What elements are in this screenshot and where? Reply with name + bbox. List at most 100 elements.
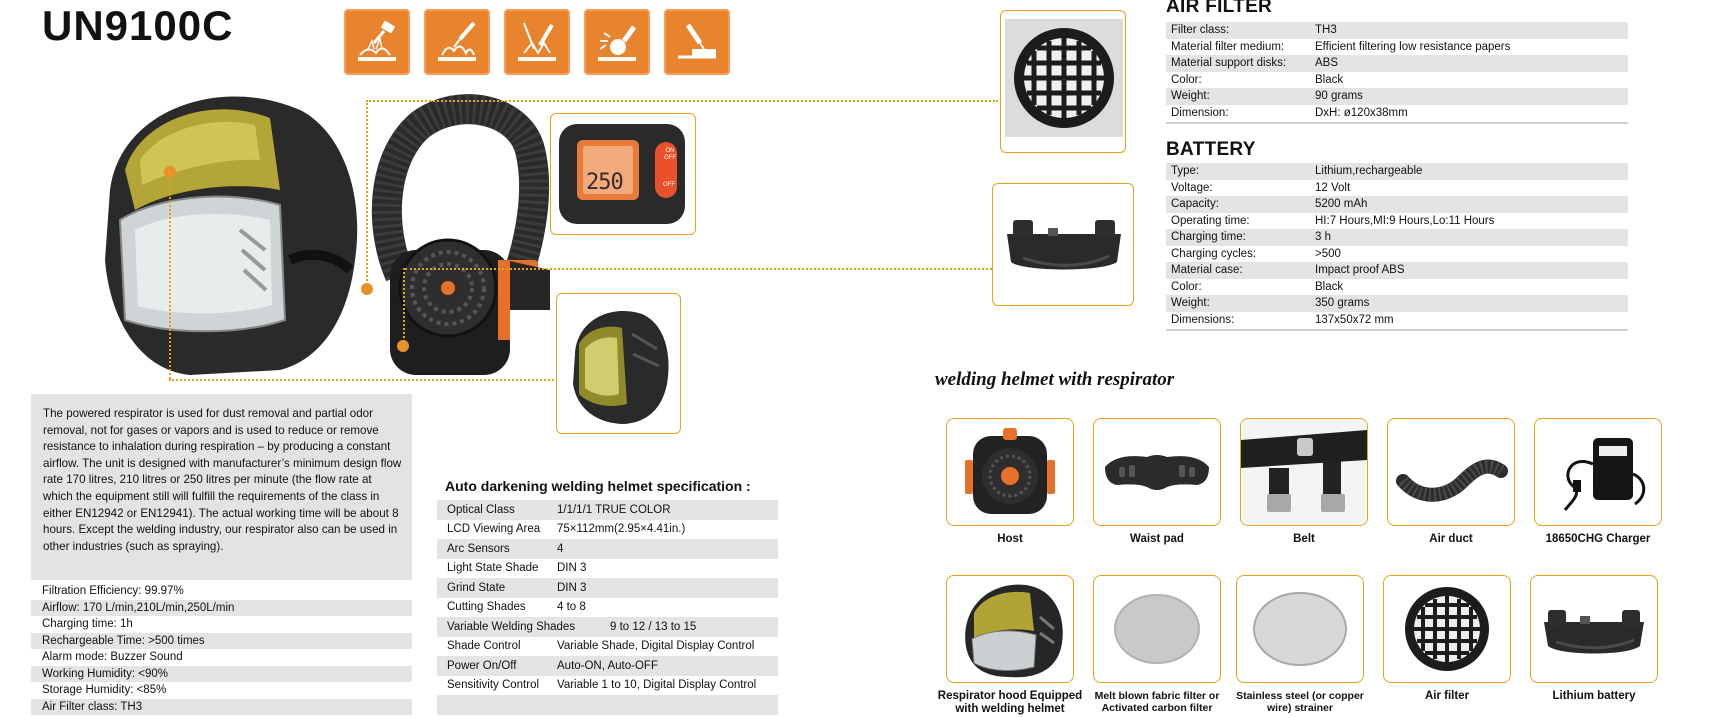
spec-key: Shade Control <box>447 640 521 653</box>
table-rule <box>1166 122 1628 124</box>
spec-text: Charging time: 1h <box>42 618 133 631</box>
table-row <box>437 695 778 715</box>
spec-value: Variable 1 to 10, Digital Display Contro… <box>557 679 757 692</box>
table-row: Color:Black <box>1166 72 1628 89</box>
spec-key: Color: <box>1171 280 1202 293</box>
spec-value: DIN 3 <box>557 562 587 575</box>
tig-welding-icon <box>504 9 570 75</box>
spec-key: Charging cycles: <box>1171 247 1257 260</box>
table-row: Light State Shade DIN 3 <box>437 559 778 579</box>
welding-helmet-box <box>556 293 681 434</box>
table-row: Material case:Impact proof ABS <box>1166 262 1628 279</box>
spec-key: Power On/Off <box>447 659 517 672</box>
air-filter-image <box>1383 575 1511 683</box>
spec-text: Air Filter class: TH3 <box>42 700 143 713</box>
kit-label-respirator-hood: Respirator hood Equipped with welding he… <box>937 690 1083 715</box>
spec-value: Auto-ON, Auto-OFF <box>557 659 658 672</box>
spec-value: DxH: ø120x38mm <box>1315 106 1408 119</box>
table-row: Dimension: DxH: ø120x38mm <box>1166 105 1628 122</box>
spec-value: 9 to 12 / 13 to 15 <box>610 620 697 633</box>
charger-image <box>1534 418 1662 526</box>
table-row: Charging cycles: >500 <box>1166 246 1628 263</box>
kit-label-belt: Belt <box>1293 533 1315 545</box>
kit-label-waist-pad: Waist pad <box>1130 533 1184 545</box>
air-filter-table: Filter class:TH3 Material filter medium:… <box>1166 22 1628 124</box>
spec-value: >500 <box>1315 247 1341 260</box>
spec-row: Alarm mode: Buzzer Sound <box>31 649 412 666</box>
product-title: UN9100C <box>42 2 234 49</box>
kit-title: welding helmet with respirator <box>935 369 1175 390</box>
spec-key: Dimension: <box>1171 106 1229 119</box>
battery-marker <box>397 340 409 352</box>
spec-key: Capacity: <box>1171 198 1219 211</box>
table-row: Capacity: 5200 mAh <box>1166 196 1628 213</box>
spec-key: Voltage: <box>1171 181 1213 194</box>
spec-key: Cutting Shades <box>447 601 526 614</box>
spec-key: Light State Shade <box>447 562 539 575</box>
spec-value: Lithium,rechargeable <box>1315 165 1423 178</box>
spec-value: Variable Shade, Digital Display Control <box>557 640 755 653</box>
helmet-spec-table: Optical Class 1/1/1/1 TRUE COLOR LCD View… <box>437 500 778 715</box>
spec-value: 4 to 8 <box>557 601 586 614</box>
product-description: The powered respirator is used for dust … <box>31 394 412 580</box>
spec-key: Optical Class <box>447 503 515 516</box>
table-row: Cutting Shades 4 to 8 <box>437 598 778 618</box>
spec-value: 1/1/1/1 TRUE COLOR <box>557 503 671 516</box>
helmet-respirator-image <box>105 94 550 376</box>
spec-value: 3 h <box>1315 231 1331 244</box>
spec-row: Charging time: 1h <box>31 616 412 633</box>
spec-text: Airflow: 170 L/min,210L/min,250L/min <box>42 601 235 614</box>
spec-value: Efficient filtering low resistance paper… <box>1315 40 1511 53</box>
lcd-button-bottom: OFF <box>663 182 675 188</box>
spec-key: Material support disks: <box>1171 57 1287 70</box>
spec-text: Working Humidity: <90% <box>42 667 169 680</box>
host-marker <box>361 283 373 295</box>
spec-value: 5200 mAh <box>1315 198 1368 211</box>
table-row: Shade Control Variable Shade, Digital Dis… <box>437 637 778 657</box>
kit-label-strainer: Stainless steel (or copper wire) straine… <box>1236 690 1364 714</box>
table-row: Material support disks: ABS <box>1166 55 1628 72</box>
lithium-battery-image <box>1530 575 1658 683</box>
spec-value: Black <box>1315 73 1344 86</box>
lcd-value: 250 <box>586 170 624 195</box>
host-image <box>946 418 1074 526</box>
table-rule <box>1166 329 1628 331</box>
spec-key: Sensitivity Control <box>447 679 540 692</box>
spec-key: Type: <box>1171 165 1200 178</box>
lcd-panel-box: 250 ON OFF OFF <box>550 113 696 235</box>
kit-label-air-duct: Air duct <box>1429 533 1473 545</box>
battery-photo <box>992 183 1134 306</box>
air-filter-photo <box>1000 10 1126 153</box>
spec-key: Dimensions: <box>1171 313 1235 326</box>
spec-text: Rechargeable Time: >500 times <box>42 634 205 647</box>
spec-row: Working Humidity: <90% <box>31 665 412 682</box>
lcd-button-top: ON OFF <box>664 148 676 161</box>
table-row: Sensitivity Control Variable 1 to 10, Dig… <box>437 676 778 696</box>
spec-value: Impact proof ABS <box>1315 264 1405 277</box>
kit-label-charger: 18650CHG Charger <box>1545 533 1651 545</box>
spec-row: Airflow: 170 L/min,210L/min,250L/min <box>31 599 412 616</box>
spec-key: Material filter medium: <box>1171 40 1285 53</box>
cutting-icon <box>664 9 730 75</box>
kit-label-filter-pad: Melt blown fabric filter or Activated ca… <box>1094 690 1220 714</box>
table-row: Color:Black <box>1166 279 1628 296</box>
spec-key: LCD Viewing Area <box>447 523 541 536</box>
spec-key: Weight: <box>1171 297 1210 310</box>
air-duct-image <box>1387 418 1515 526</box>
table-row: Type: Lithium,rechargeable <box>1166 163 1628 180</box>
battery-table: Type:Lithium,rechargeable Voltage:12 Vol… <box>1166 163 1628 331</box>
spec-text: Alarm mode: Buzzer Sound <box>42 651 183 664</box>
air-filter-connector <box>366 100 998 102</box>
spec-key: Filter class: <box>1171 24 1230 37</box>
table-row: Dimensions:137x50x72 mm <box>1166 312 1628 329</box>
mig-welding-icon <box>424 9 490 75</box>
table-row: Charging time:3 h <box>1166 229 1628 246</box>
spec-value: 350 grams <box>1315 297 1370 310</box>
spec-value: ABS <box>1315 57 1339 70</box>
table-row: Operating time:HI:7 Hours,MI:9 Hours,Lo:… <box>1166 213 1628 230</box>
host-connector-vertical <box>366 100 368 285</box>
